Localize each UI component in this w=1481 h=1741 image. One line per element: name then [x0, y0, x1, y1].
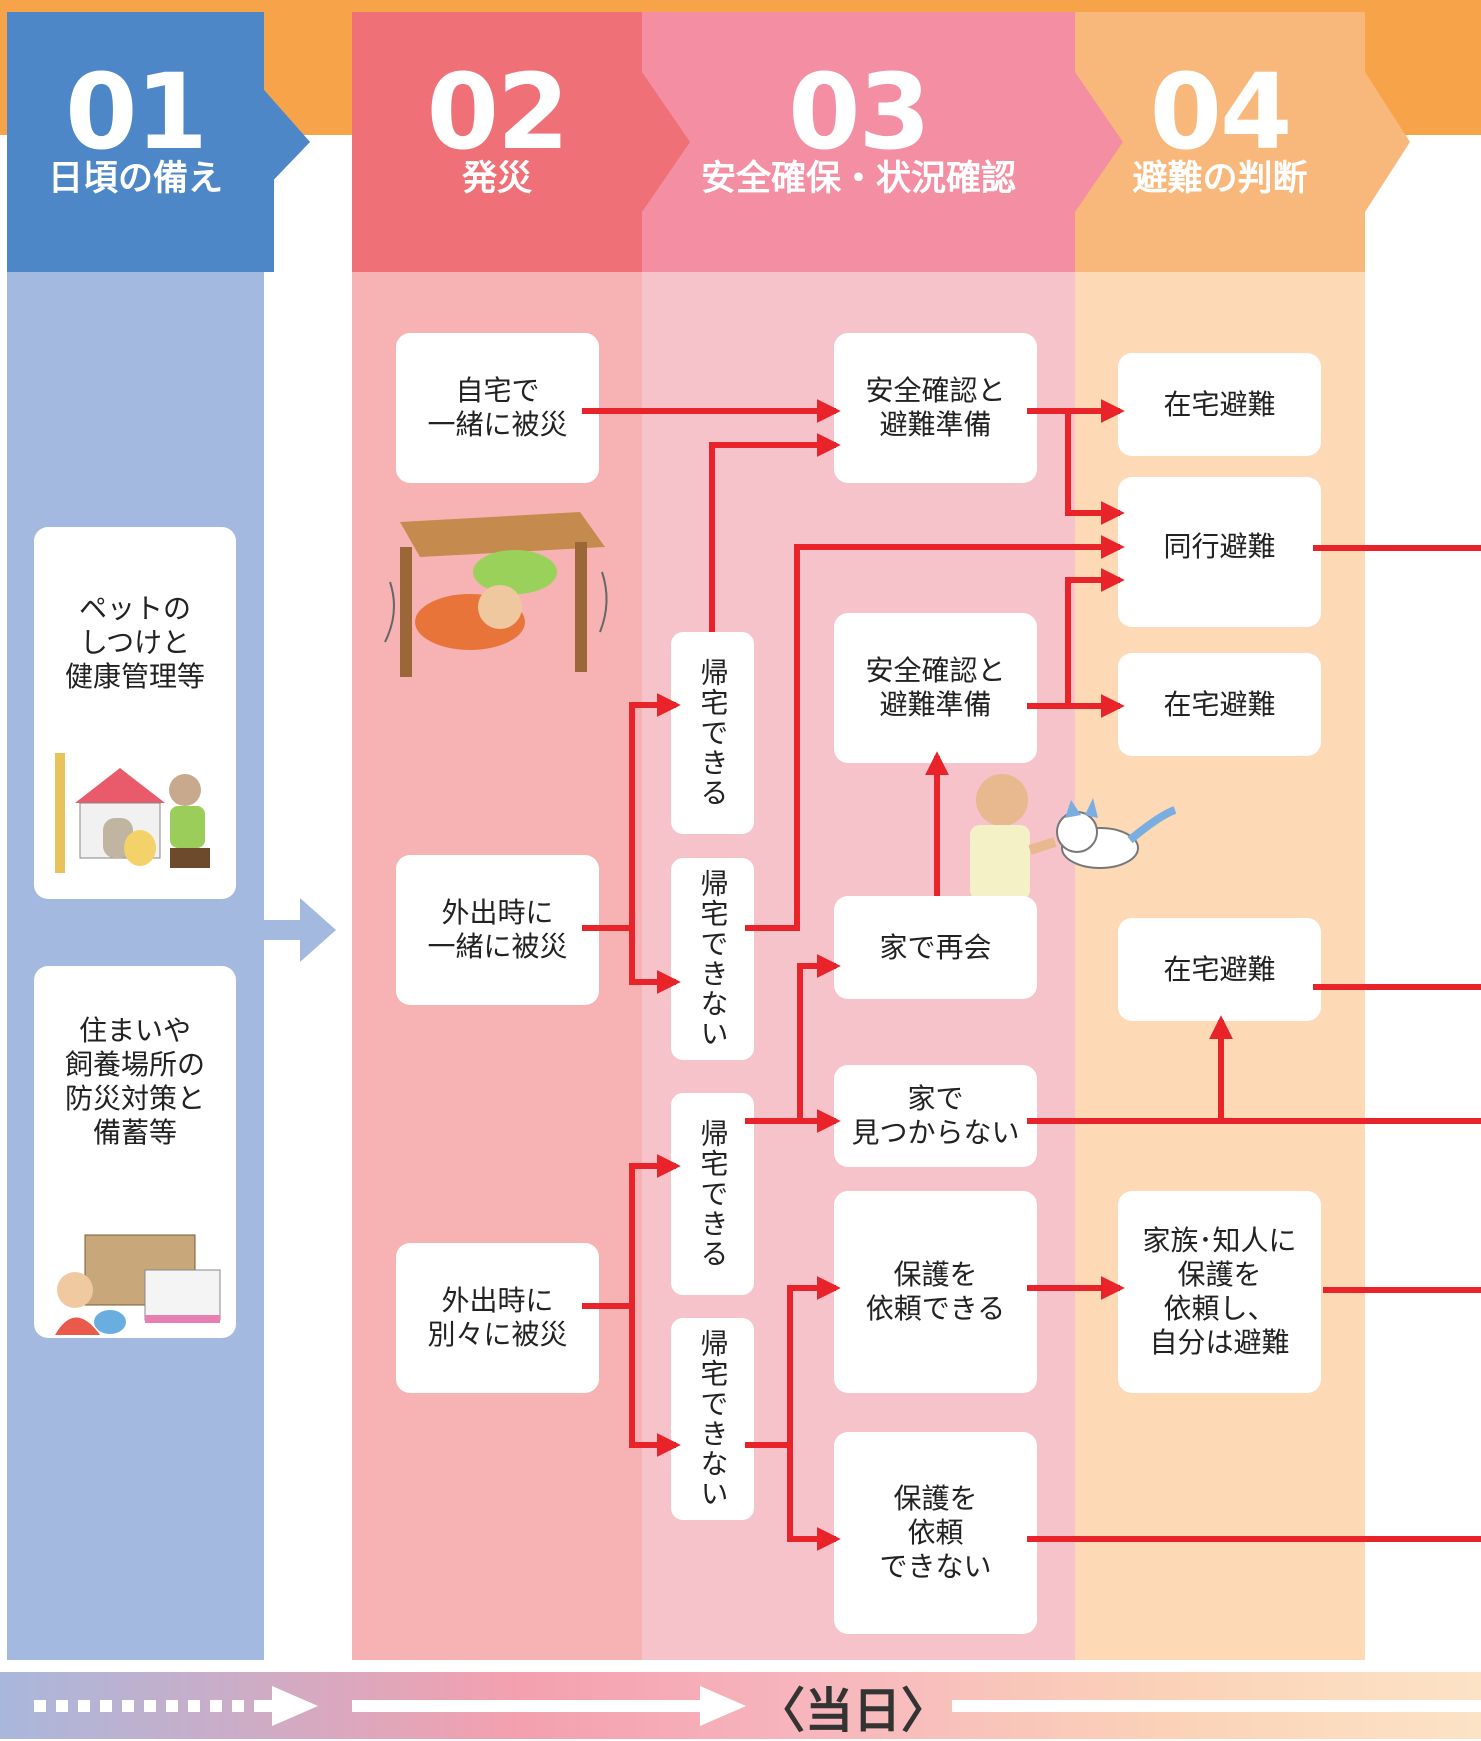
dash-mark — [56, 1700, 68, 1712]
dash-mark — [166, 1700, 178, 1712]
check-safety-2: 安全確認と 避難準備 — [834, 613, 1037, 763]
under-table-illustration — [384, 512, 608, 677]
today-label: 〈当日〉 — [756, 1682, 949, 1739]
column-number: 04 — [1149, 51, 1293, 173]
timeline-line — [952, 1700, 1481, 1712]
check-safety-2-label: 安全確認と 避難準備 — [865, 654, 1006, 721]
doghouse-illustration — [55, 753, 210, 873]
column-header-02: 02 発災 — [352, 12, 642, 272]
decision-stay-home-2-label: 在宅避難 — [1163, 687, 1276, 721]
dash-mark — [144, 1700, 156, 1712]
disaster-out-together-label: 外出時に 一緒に被災 — [427, 896, 568, 963]
decision-stay-home-1-label: 在宅避難 — [1163, 387, 1276, 421]
check-can-request: 保護を 依頼できる — [834, 1191, 1037, 1393]
check-can-request-label: 保護を 依頼できる — [865, 1258, 1006, 1325]
dash-mark — [122, 1700, 134, 1712]
timeline-arrowhead-icon — [272, 1686, 318, 1726]
column-number: 01 — [65, 51, 208, 173]
chevron-04-icon — [1365, 72, 1410, 272]
disaster-home-together: 自宅で 一緒に被災 — [396, 333, 599, 483]
column-number: 02 — [426, 51, 570, 173]
chevron-01-tip-icon — [264, 90, 310, 190]
check-safety-1-label: 安全確認と 避難準備 — [865, 374, 1006, 441]
chevron-03-icon — [1075, 72, 1123, 212]
dash-mark — [34, 1700, 46, 1712]
dash-mark — [232, 1700, 244, 1712]
disaster-out-apart-label: 外出時に 別々に被災 — [427, 1284, 568, 1351]
return-can-2-label: 帰宅できる — [696, 1119, 730, 1269]
dash-mark — [210, 1700, 222, 1712]
dash-mark — [254, 1700, 274, 1712]
dash-mark — [188, 1700, 200, 1712]
column-header-01: 01 日頃の備え — [7, 12, 264, 272]
column-number: 03 — [788, 51, 931, 173]
disaster-out-apart: 外出時に 別々に被災 — [396, 1243, 599, 1393]
return-can-1-label: 帰宅できる — [696, 658, 730, 808]
column-header-04: 04 避難の判断 — [1075, 12, 1365, 272]
decision-accompany: 同行避難 — [1118, 477, 1321, 627]
return-cannot-2-label: 帰宅できない — [696, 1329, 730, 1509]
decision-stay-home-3: 在宅避難 — [1118, 918, 1321, 1021]
reunion-illustration — [970, 774, 1177, 900]
decision-stay-home-1: 在宅避難 — [1118, 353, 1321, 456]
big-arrow-icon — [264, 898, 336, 962]
dash-mark — [100, 1700, 112, 1712]
check-not-found-label: 家で 見つからない — [851, 1082, 1020, 1149]
column-title: 避難の判断 — [1132, 159, 1308, 199]
check-safety-1: 安全確認と 避難準備 — [834, 333, 1037, 483]
decision-stay-home-3-label: 在宅避難 — [1163, 952, 1276, 986]
decision-accompany-label: 同行避難 — [1163, 530, 1276, 563]
decision-family-protect-label: 家族･知人に 保護を 依頼し、 自分は避難 — [1142, 1224, 1297, 1359]
column-title: 発災 — [461, 159, 532, 199]
decision-family-protect: 家族･知人に 保護を 依頼し、 自分は避難 — [1118, 1191, 1321, 1393]
return-can-2: 帰宅できる — [671, 1093, 754, 1295]
check-not-found: 家で 見つからない — [834, 1065, 1037, 1167]
check-cannot-request-label: 保護を 依頼 できない — [879, 1482, 992, 1583]
check-cannot-request: 保護を 依頼 できない — [834, 1432, 1037, 1634]
column-title: 日頃の備え — [47, 159, 223, 199]
check-reunite: 家で再会 — [834, 896, 1037, 999]
storage-illustration — [55, 1234, 221, 1335]
prep-box-training-label: ペットの しつけと 健康管理等 — [64, 592, 205, 693]
prep-box-housing-label: 住まいや 飼養場所の 防災対策と 備蓄等 — [64, 1014, 205, 1149]
check-reunite-label: 家で再会 — [879, 930, 992, 964]
decision-stay-home-2: 在宅避難 — [1118, 653, 1321, 756]
chevron-02-icon — [642, 72, 690, 212]
timeline-arrowhead-icon — [700, 1686, 746, 1726]
column-title: 安全確保・状況確認 — [700, 159, 1016, 199]
disaster-home-together-label: 自宅で 一緒に被災 — [427, 374, 568, 441]
column-header-03: 03 安全確保・状況確認 — [642, 12, 1075, 272]
return-cannot-1-label: 帰宅できない — [696, 869, 730, 1049]
return-cannot-2: 帰宅できない — [671, 1318, 754, 1520]
disaster-out-together: 外出時に 一緒に被災 — [396, 855, 599, 1005]
timeline-line — [352, 1700, 704, 1712]
return-cannot-1: 帰宅できない — [671, 858, 754, 1060]
dash-mark — [78, 1700, 90, 1712]
return-can-1: 帰宅できる — [671, 632, 754, 834]
